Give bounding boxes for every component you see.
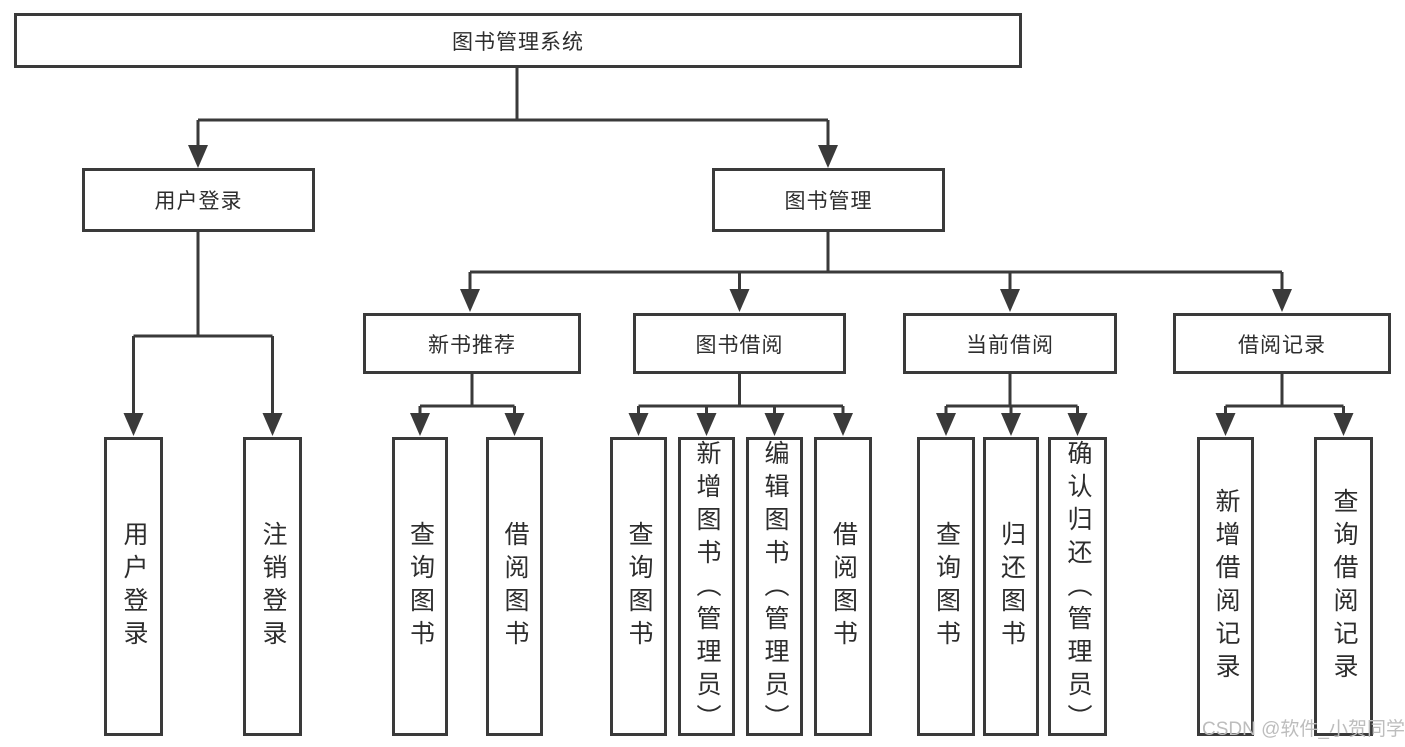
arrow-down-icon (188, 145, 208, 168)
leaf-label: 用户登录 (120, 520, 148, 653)
leaf-label: 借阅图书 (501, 520, 529, 653)
leaf-borrow-books-recommend: 借阅图书 (486, 437, 543, 736)
leaf-edit-books-admin: 编辑图书（管理员） (746, 437, 803, 737)
connector-records-to-leaves (1224, 374, 1345, 415)
arrow-down-icon (1001, 413, 1021, 436)
leaf-user-login: 用户登录 (104, 437, 163, 736)
arrow-down-icon (410, 413, 430, 436)
leaf-label: 新增图书（管理员） (693, 440, 721, 737)
leaf-label: 查询图书 (932, 520, 961, 653)
connector-bookborrow-to-leaves (637, 374, 845, 415)
arrow-down-icon (764, 413, 785, 436)
arrow-down-icon (1333, 413, 1354, 436)
connector-recommend-to-leaves (418, 374, 516, 415)
leaf-confirm-return-admin: 确认归还（管理员） (1048, 437, 1107, 737)
node-label: 图书管理系统 (452, 30, 584, 54)
arrow-down-icon (504, 413, 525, 436)
node-label: 图书管理 (784, 190, 873, 213)
arrow-down-icon (1000, 289, 1020, 312)
leaf-label: 借阅图书 (829, 520, 858, 653)
leaf-query-borrow-record: 查询借阅记录 (1314, 437, 1373, 736)
connector-root-to-level2 (196, 68, 830, 147)
leaf-label: 查询图书 (406, 520, 435, 653)
arrow-down-icon (123, 413, 144, 436)
node-label: 当前借阅 (966, 333, 1054, 357)
leaf-add-borrow-record: 新增借阅记录 (1197, 437, 1254, 736)
leaf-label: 注销登录 (259, 520, 287, 653)
leaf-label: 归还图书 (997, 520, 1026, 653)
leaf-return-books: 归还图书 (983, 437, 1039, 736)
arrow-down-icon (729, 289, 750, 312)
leaf-label: 查询借阅记录 (1330, 487, 1358, 686)
node-label: 图书借阅 (695, 333, 784, 357)
connector-bookmgmt-to-level3 (468, 232, 1284, 291)
leaf-label: 新增借阅记录 (1212, 487, 1240, 686)
arrow-down-icon (696, 413, 717, 436)
csdn-watermark: CSDN @软件_小贺同学 (1202, 719, 1405, 740)
leaf-borrow-books: 借阅图书 (814, 437, 872, 736)
leaf-add-books-admin: 新增图书（管理员） (678, 437, 735, 737)
node-label: 新书推荐 (428, 333, 516, 357)
leaf-label: 编辑图书（管理员） (761, 440, 789, 737)
arrow-down-icon (833, 413, 853, 436)
connector-currentborrow-to-leaves (944, 374, 1079, 415)
node-library-management-system: 图书管理系统 (14, 13, 1022, 68)
arrow-down-icon (628, 413, 649, 436)
leaf-label: 查询图书 (625, 520, 653, 653)
node-book-management: 图书管理 (712, 168, 945, 232)
leaf-query-books-borrow: 查询图书 (610, 437, 667, 736)
node-borrow-records: 借阅记录 (1173, 313, 1391, 374)
connector-userlogin-to-leaves (132, 232, 274, 415)
arrowheads (123, 145, 1354, 436)
node-book-borrow: 图书借阅 (633, 313, 846, 374)
leaf-query-books-recommend: 查询图书 (392, 437, 448, 736)
node-user-login: 用户登录 (82, 168, 315, 232)
arrow-down-icon (936, 413, 956, 436)
leaf-query-books-current: 查询图书 (917, 437, 975, 736)
arrow-down-icon (1272, 289, 1292, 312)
arrow-down-icon (1067, 413, 1088, 436)
node-label: 借阅记录 (1238, 333, 1326, 357)
node-new-book-recommend: 新书推荐 (363, 313, 581, 374)
arrow-down-icon (460, 289, 480, 312)
node-current-borrow: 当前借阅 (903, 313, 1117, 374)
leaf-label: 确认归还（管理员） (1064, 440, 1092, 737)
arrow-down-icon (818, 145, 838, 168)
leaf-logout: 注销登录 (243, 437, 302, 736)
arrow-down-icon (1215, 413, 1236, 436)
node-label: 用户登录 (154, 190, 243, 213)
arrow-down-icon (262, 413, 283, 436)
